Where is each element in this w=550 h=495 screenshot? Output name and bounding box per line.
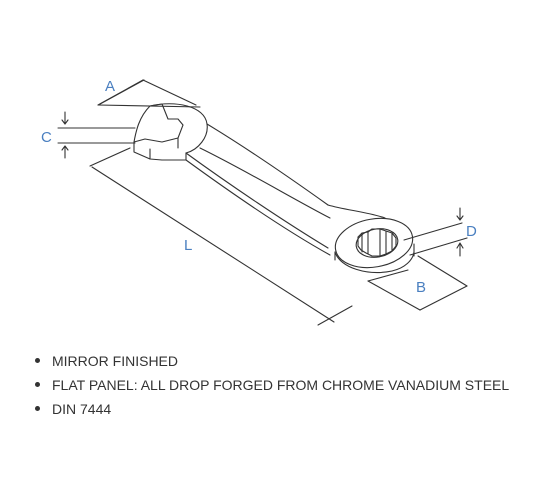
feature-item: FLAT PANEL: ALL DROP FORGED FROM CHROME … (33, 374, 509, 398)
dimension-c-line (57, 111, 136, 159)
feature-text: DIN 7444 (52, 401, 112, 417)
dimension-c-label: C (41, 129, 52, 146)
feature-item: MIRROR FINISHED (33, 350, 509, 374)
wrench-outline (133, 103, 415, 274)
feature-item: DIN 7444 (33, 398, 509, 422)
dimension-d-line (403, 207, 468, 257)
dimension-a-label: A (105, 78, 115, 95)
feature-text: MIRROR FINISHED (52, 353, 178, 369)
dimension-l-line (89, 147, 353, 326)
bullet-icon (35, 406, 40, 411)
bullet-icon (35, 358, 40, 363)
feature-list: MIRROR FINISHED FLAT PANEL: ALL DROP FOR… (33, 350, 509, 422)
dimension-d-label: D (466, 223, 477, 240)
wrench-diagram: A C L D B (41, 78, 477, 326)
dimension-b-label: B (416, 279, 426, 296)
dimension-a-line (97, 79, 201, 108)
bullet-icon (35, 382, 40, 387)
dimension-b-line (367, 255, 468, 311)
dimension-l-label: L (184, 237, 192, 254)
feature-text: FLAT PANEL: ALL DROP FORGED FROM CHROME … (52, 377, 510, 393)
